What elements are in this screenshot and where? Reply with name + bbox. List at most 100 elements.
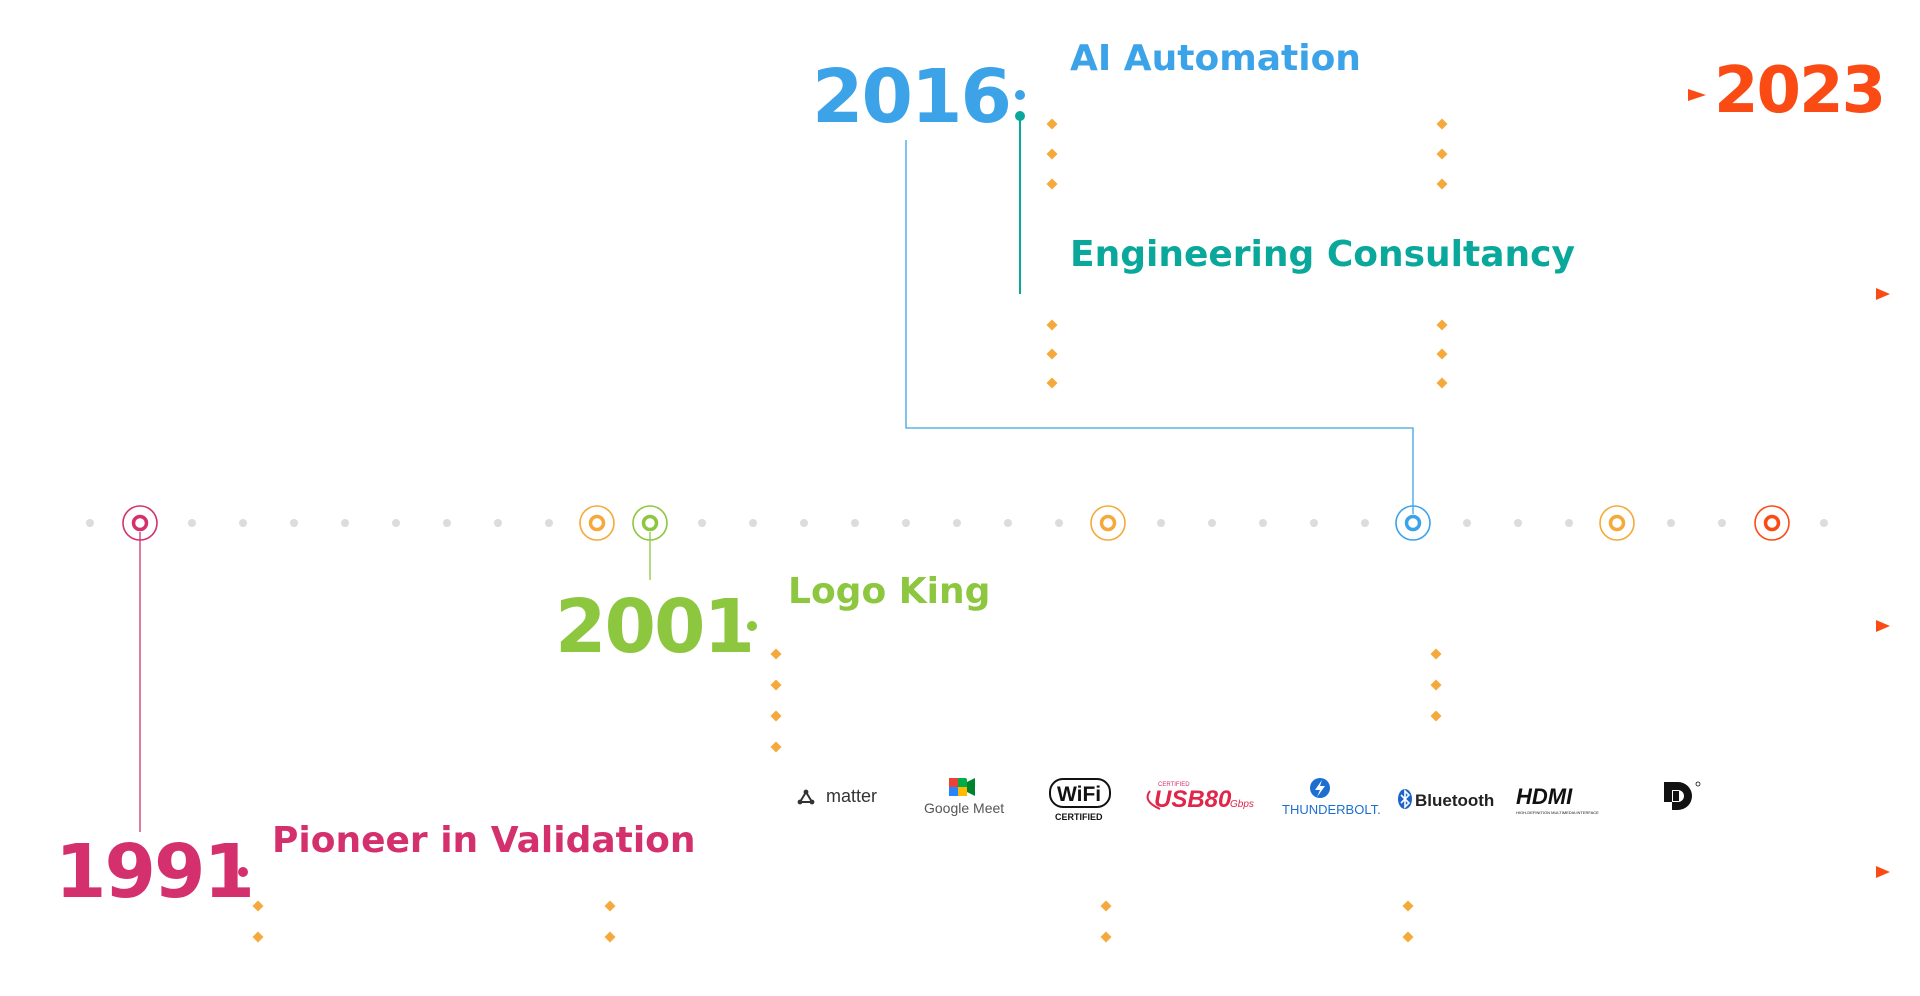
- google-meet-logo: Google Meet: [924, 778, 1004, 816]
- diamond-marker: [1100, 900, 1112, 912]
- marker-amber-3: [1599, 505, 1635, 541]
- marker-amber-2-core: [1099, 514, 1117, 532]
- hdmi-subtitle: HIGH-DEFINITION MULTIMEDIA INTERFACE: [1516, 810, 1599, 815]
- connector-2016: [905, 140, 1414, 514]
- track-dot: [749, 519, 757, 527]
- track-dot: [1055, 519, 1063, 527]
- marker-2023-core: [1763, 514, 1781, 532]
- diamond-marker: [1046, 348, 1058, 360]
- ai-arrowhead: [1688, 89, 1706, 101]
- usb-main-text: USB80: [1154, 786, 1232, 813]
- track-dot: [1514, 519, 1522, 527]
- track-dot: [1718, 519, 1726, 527]
- marker-amber-2-ring: [1090, 505, 1126, 541]
- eng-arrowhead: [1876, 288, 1890, 300]
- track-dot: [1259, 519, 1267, 527]
- usb80-logo: CERTIFIED USB80 Gbps: [1146, 782, 1254, 813]
- thunderbolt-text: THUNDERBOLT.: [1282, 802, 1381, 817]
- diamond-marker: [252, 931, 264, 943]
- track-dot: [698, 519, 706, 527]
- track-dot: [1667, 519, 1675, 527]
- diamond-marker: [1436, 319, 1448, 331]
- google-meet-text: Google Meet: [924, 800, 1004, 816]
- wifi-certified-text: CERTIFIED: [1055, 812, 1103, 822]
- diamond-marker: [252, 900, 264, 912]
- track-dot: [290, 519, 298, 527]
- diamond-marker: [770, 741, 782, 753]
- track-dot: [86, 519, 94, 527]
- track-dot: [1157, 519, 1165, 527]
- bluetooth-logo: Bluetooth: [1398, 789, 1494, 810]
- track-dot: [1208, 519, 1216, 527]
- track-dot: [1565, 519, 1573, 527]
- diamond-marker: [1046, 377, 1058, 389]
- hdmi-text: HDMI: [1516, 784, 1573, 809]
- year-2001: 2001: [555, 584, 753, 670]
- track-dot: [188, 519, 196, 527]
- track-dot: [392, 519, 400, 527]
- year-2023: 2023: [1714, 54, 1884, 128]
- usb-swoosh: [1146, 790, 1161, 810]
- track-dot: [800, 519, 808, 527]
- thunderbolt-bolt-icon: [1315, 780, 1325, 797]
- wifi-badge: [1049, 778, 1111, 808]
- label-ai-automation: AI Automation: [1070, 38, 1361, 79]
- usb-certified-text: CERTIFIED: [1158, 782, 1190, 788]
- diamond-marker: [1436, 148, 1448, 160]
- diamond-marker: [1402, 900, 1414, 912]
- displayport-icon-inner: [1673, 791, 1679, 801]
- marker-1991-core: [131, 514, 149, 532]
- track-dot: [902, 519, 910, 527]
- matter-logo: matter: [797, 786, 877, 806]
- usb-unit-text: Gbps: [1230, 799, 1254, 810]
- label-logo-king: Logo King: [788, 571, 990, 612]
- label-engineering-consultancy: Engineering Consultancy: [1070, 234, 1575, 275]
- marker-amber-2: [1090, 505, 1126, 541]
- diamond-marker: [770, 679, 782, 691]
- diamond-marker: [1430, 710, 1442, 722]
- bluetooth-rune-icon: [1400, 789, 1411, 809]
- track-dot: [1361, 519, 1369, 527]
- diamond-markers: [252, 118, 1448, 943]
- marker-amber-1-core: [588, 514, 606, 532]
- diamond-marker: [1046, 319, 1058, 331]
- marker-amber-3-ring: [1599, 505, 1635, 541]
- google-meet-icon: [949, 778, 975, 796]
- label-pioneer-in-validation: Pioneer in Validation: [272, 820, 696, 861]
- diamond-marker: [1436, 377, 1448, 389]
- diamond-marker: [1436, 348, 1448, 360]
- marker-2016-core: [1404, 514, 1422, 532]
- year-2016: 2016: [812, 54, 1010, 140]
- track-dot: [545, 519, 553, 527]
- pioneer-arrowhead: [1876, 866, 1890, 878]
- diamond-marker: [604, 931, 616, 943]
- marker-2023: [1754, 505, 1790, 541]
- diamond-marker: [604, 900, 616, 912]
- thunderbolt-logo: THUNDERBOLT.: [1282, 778, 1381, 817]
- diamond-marker: [770, 648, 782, 660]
- displayport-logo: [1664, 781, 1701, 810]
- track-dot: [494, 519, 502, 527]
- track-dot: [239, 519, 247, 527]
- diamond-marker: [1100, 931, 1112, 943]
- displayport-icon: [1664, 782, 1692, 810]
- track-dot: [443, 519, 451, 527]
- diamond-marker: [1436, 178, 1448, 190]
- timeline-track: [86, 505, 1828, 541]
- bluetooth-text: Bluetooth: [1415, 791, 1494, 810]
- diamond-marker: [1430, 648, 1442, 660]
- track-dot: [1820, 519, 1828, 527]
- matter-icon: [797, 789, 815, 805]
- diamond-marker: [1046, 178, 1058, 190]
- wifi-text: WiFi: [1057, 783, 1101, 806]
- marker-amber-3-core: [1608, 514, 1626, 532]
- marker-2023-ring: [1754, 505, 1790, 541]
- diamond-marker: [1046, 148, 1058, 160]
- diamond-marker: [1436, 118, 1448, 130]
- wifi-certified-logo: WiFi CERTIFIED: [1049, 778, 1111, 822]
- track-dot: [1463, 519, 1471, 527]
- marker-1991: [122, 505, 158, 541]
- matter-text: matter: [826, 786, 877, 806]
- track-dot: [1004, 519, 1012, 527]
